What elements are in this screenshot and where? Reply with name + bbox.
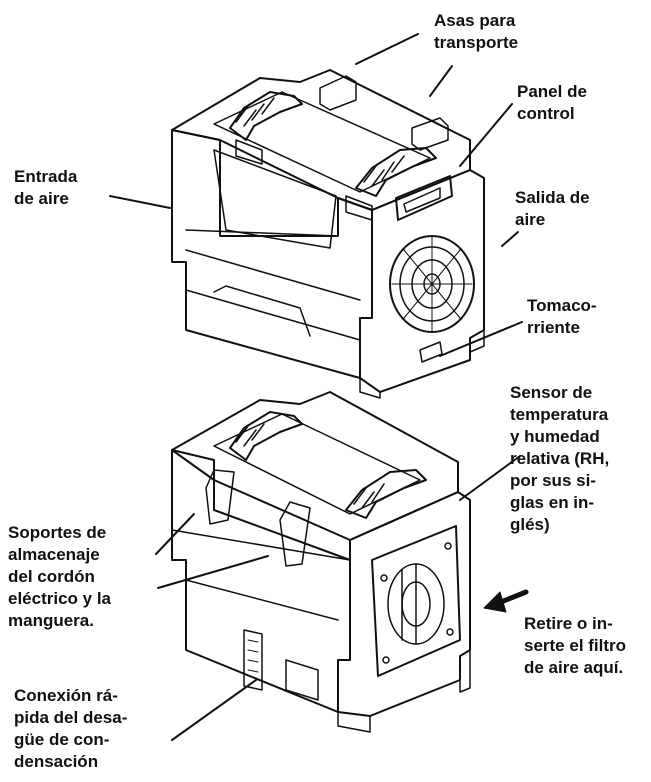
top-unit-right-face (359, 169, 485, 393)
leader-handles-1 (355, 33, 419, 65)
leader-outlet (439, 321, 523, 357)
leader-sensor (459, 455, 521, 501)
label-drain: Conexión rá- pida del desa- güe de con- … (14, 686, 128, 771)
control-panel-icon (395, 175, 453, 221)
leader-cord-2 (157, 555, 269, 589)
leader-air-inlet (109, 195, 171, 209)
handle-right-icon (355, 147, 437, 197)
fan-grille-icon (389, 235, 475, 333)
bottom-unit-right-face (337, 491, 471, 717)
bottom-unit (171, 391, 471, 733)
handle-left-icon (229, 91, 303, 141)
top-unit (171, 69, 485, 399)
leader-drain (171, 679, 257, 741)
bottom-handle-right-icon (345, 469, 427, 519)
label-air-outlet: Salida de aire (515, 188, 590, 229)
top-plate (213, 91, 431, 193)
bottom-handle-left-icon (229, 411, 303, 461)
leader-cord-1 (155, 513, 195, 555)
label-sensor: Sensor de temperatura y humedad relativa… (510, 383, 610, 534)
bottom-unit-left-face (171, 449, 351, 713)
bottom-unit-top-face (171, 391, 459, 541)
label-control-panel: Panel de control (517, 82, 587, 123)
drain-connection-icon (243, 629, 263, 691)
power-outlet-icon (419, 341, 443, 363)
leader-air-outlet (501, 231, 519, 247)
label-handles: Asas para transporte (434, 11, 519, 52)
label-cord-storage: Soportes de almacenaje del cordón eléctr… (8, 523, 112, 630)
filter-arrow-icon (483, 589, 529, 613)
label-air-inlet: Entrada de aire (14, 167, 78, 208)
cord-strap-left-icon (205, 469, 235, 525)
leader-handles-2 (429, 65, 453, 97)
label-filter: Retire o in- serte el filtro de aire aqu… (524, 614, 627, 677)
leader-lines (109, 33, 523, 741)
cord-strap-right-icon (279, 501, 311, 567)
handle-cradle-front (213, 149, 337, 249)
label-outlet: Tomaco- rriente (527, 296, 597, 337)
air-filter-panel-icon (371, 525, 461, 677)
leader-control-panel (459, 103, 513, 167)
